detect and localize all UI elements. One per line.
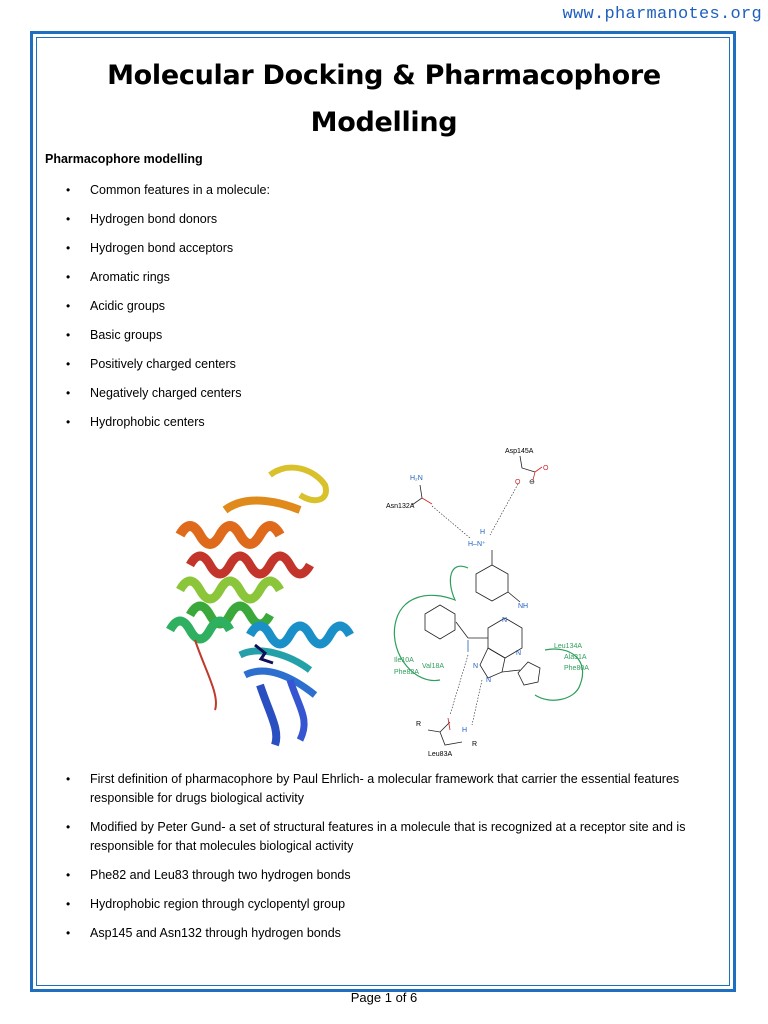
list-item: Negatively charged centers: [90, 386, 242, 400]
list-item: Asp145 and Asn132 through hydrogen bonds: [90, 926, 341, 940]
bullet-icon: •: [66, 926, 71, 940]
section-heading: Pharmacophore modelling: [45, 152, 203, 166]
oxygen-label: O: [543, 465, 549, 472]
r-group-label: R: [416, 721, 421, 728]
residue-label: Ala31A: [564, 654, 587, 661]
page-title: Molecular Docking & Pharmacophore Modell…: [60, 52, 708, 146]
nh-label: NH: [518, 603, 528, 610]
bullet-icon: •: [66, 868, 71, 882]
nitrogen-label: N: [502, 617, 507, 624]
residue-label: Asn132A: [386, 503, 415, 510]
bullet-icon: •: [66, 897, 71, 911]
interaction-diagram: Asp145A O O ⊖ H₂N Asn132A H H–N⁺ NH N N …: [386, 448, 589, 758]
r-group-label: R: [472, 741, 477, 748]
nitrogen-label: N: [486, 677, 491, 684]
bullet-icon: •: [66, 386, 71, 400]
amine-label: H₂N: [410, 475, 423, 482]
bullet-icon: •: [66, 212, 71, 226]
list-item: Basic groups: [90, 328, 163, 342]
list-item: Modified by Peter Gund- a set of structu…: [90, 820, 686, 853]
bullet-icon: •: [66, 270, 71, 284]
bullet-icon: •: [66, 357, 71, 371]
bullet-icon: •: [66, 241, 71, 255]
bullet-icon: •: [66, 820, 71, 834]
residue-label: Val18A: [422, 663, 444, 670]
residue-label: Leu134A: [554, 643, 582, 650]
page-border-outer: [30, 31, 736, 992]
bullet-icon: •: [66, 299, 71, 313]
list-item: Acidic groups: [90, 299, 166, 313]
ammonium-label: H–N⁺: [468, 541, 486, 548]
list-item: Positively charged centers: [90, 357, 236, 371]
residue-label: Asp145A: [505, 448, 534, 455]
bullet-icon: •: [66, 772, 71, 786]
list-item: Hydrophobic centers: [90, 415, 205, 429]
page-number: Page 1 of 6: [350, 990, 418, 1005]
list-item: Common features in a molecule:: [90, 183, 270, 197]
residue-label: Phe82A: [394, 669, 419, 676]
protein-ribbon-image: [166, 464, 354, 747]
h-label: H: [480, 529, 485, 536]
list-item: Hydrogen bond acceptors: [90, 241, 234, 255]
nitrogen-label: N: [516, 650, 521, 657]
page-title-line-2: Modelling: [310, 107, 458, 138]
bullet-icon: •: [66, 328, 71, 342]
nitrogen-label: N: [473, 663, 478, 670]
page-border-inner: [36, 37, 730, 986]
docking-figure: Asp145A O O ⊖ H₂N Asn132A H H–N⁺ NH N N …: [166, 448, 589, 758]
h-label: H: [462, 727, 467, 734]
bullet-icon: •: [66, 183, 71, 197]
list-item: First definition of pharmacophore by Pau…: [90, 772, 680, 805]
list-item: Phe82 and Leu83 through two hydrogen bon…: [90, 868, 351, 882]
residue-label: Ile10A: [394, 657, 414, 664]
list-item: Hydrogen bond donors: [90, 212, 218, 226]
residue-label: Leu83A: [428, 751, 452, 758]
charge-label: ⊖: [529, 479, 535, 486]
list-item: Aromatic rings: [90, 270, 170, 284]
page-title-line-1: Molecular Docking & Pharmacophore: [107, 60, 661, 91]
bullet-icon: •: [66, 415, 71, 429]
site-url[interactable]: www.pharmanotes.org: [562, 5, 762, 24]
residue-label: Phe80A: [564, 665, 589, 672]
list-item: Hydrophobic region through cyclopentyl g…: [90, 897, 346, 911]
oxygen-minus-label: O: [515, 479, 521, 486]
